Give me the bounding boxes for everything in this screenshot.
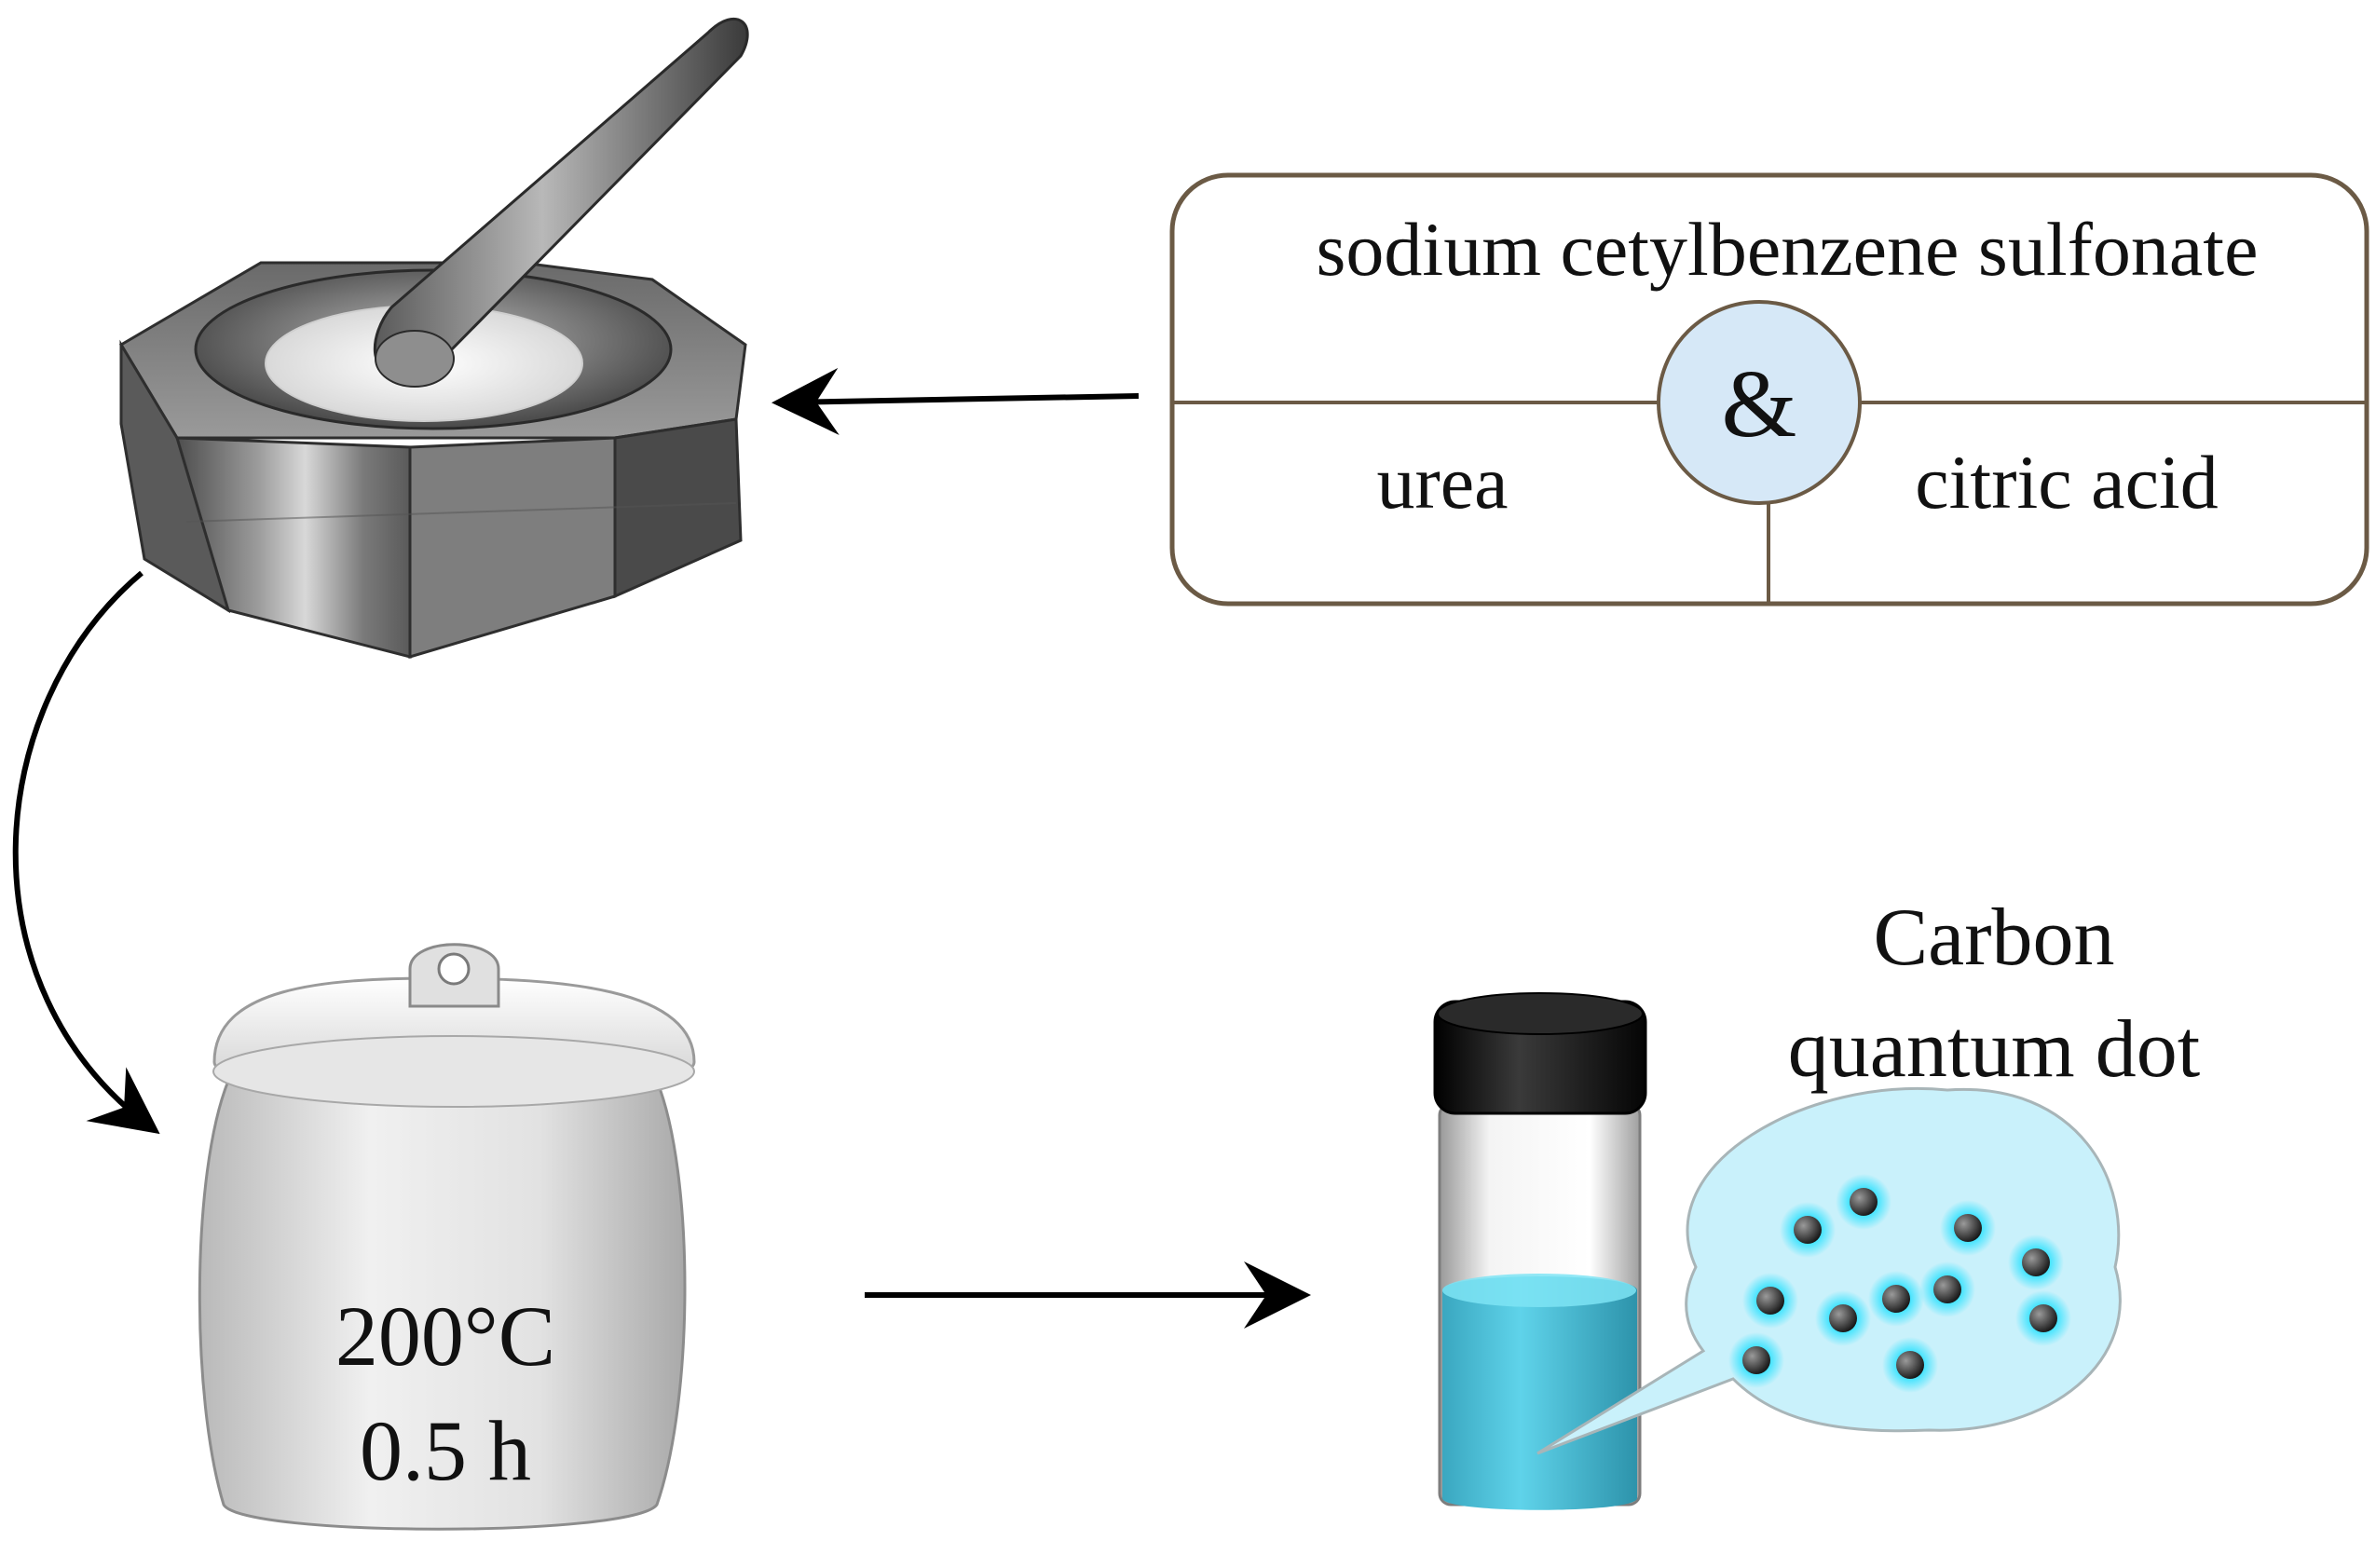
reagent-citric-acid: citric acid <box>1915 440 2219 525</box>
mortar-and-pestle-icon <box>118 17 749 660</box>
quantum-dot-bubble <box>1536 1087 2122 1455</box>
product-label-line2: quantum dot <box>1788 1004 2200 1095</box>
product-label-line1: Carbon <box>1873 893 2114 983</box>
reagents-box: & sodium cetylbenzene sulfonate urea cit… <box>1169 172 2369 607</box>
autoclave-temperature: 200°C <box>335 1288 555 1384</box>
quantum-dot-icon <box>1728 1174 2071 1393</box>
reagent-sodium-cetylbenzene-sulfonate: sodium cetylbenzene sulfonate <box>1317 207 2259 292</box>
autoclave-duration: 0.5 h <box>360 1403 531 1498</box>
arrow-mortar-to-autoclave <box>12 570 160 1135</box>
reagent-urea: urea <box>1376 440 1508 525</box>
vial-icon <box>1433 992 1647 1510</box>
arrow-reagents-to-mortar <box>772 367 1140 435</box>
ampersand-symbol: & <box>1722 350 1797 457</box>
autoclave-icon <box>198 943 696 1531</box>
ampersand-circle <box>1657 300 1862 505</box>
